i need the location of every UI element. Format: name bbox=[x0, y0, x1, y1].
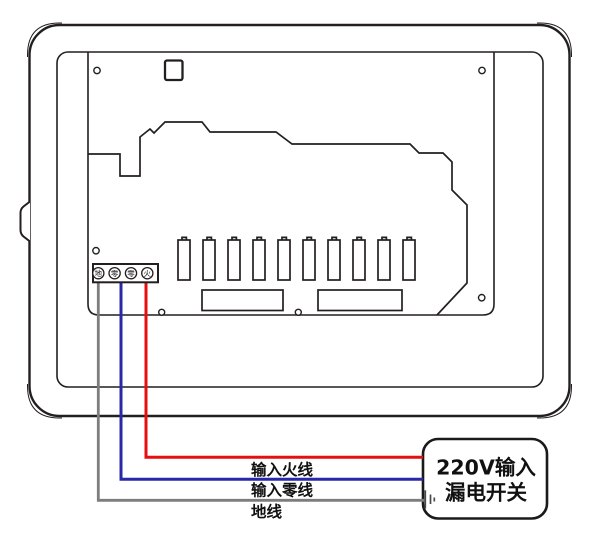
pin-slot bbox=[302, 239, 316, 281]
connector-port bbox=[317, 289, 403, 312]
terminal-neutral-1 bbox=[108, 266, 121, 280]
pin-slot-row bbox=[177, 236, 416, 281]
neutral-wire bbox=[119, 278, 423, 481]
device-inner-face bbox=[56, 51, 544, 388]
neutral-wire-label: 输入零线 bbox=[251, 481, 314, 500]
pin-slot bbox=[277, 239, 291, 281]
mounting-square bbox=[163, 59, 184, 82]
pin-slot bbox=[352, 239, 366, 281]
breaker-label-line2: 漏电开关 bbox=[445, 481, 527, 505]
pin-slot-notches bbox=[181, 236, 413, 240]
recessed-panel bbox=[87, 52, 495, 316]
screw-hole bbox=[157, 308, 166, 316]
ground-wire-label: 地线 bbox=[251, 502, 283, 521]
corner-rim-bottom-right bbox=[537, 384, 572, 419]
screw-hole bbox=[477, 293, 486, 302]
corner-rim-top-right bbox=[537, 22, 572, 57]
screw-hole bbox=[92, 246, 100, 255]
side-clip bbox=[19, 200, 31, 243]
connector-port bbox=[201, 289, 284, 312]
pin-slot bbox=[252, 239, 266, 281]
pin-slot bbox=[377, 239, 391, 281]
terminal-label: 地 bbox=[95, 268, 103, 278]
ground-wire bbox=[96, 278, 426, 502]
earth-ground-icon bbox=[424, 490, 436, 509]
pin-slot bbox=[402, 239, 416, 281]
terminal-label: 火 bbox=[144, 269, 152, 278]
pin-slot bbox=[202, 239, 216, 281]
screw-hole bbox=[294, 308, 302, 316]
pcb-outline bbox=[88, 121, 468, 316]
terminal-label: 零 bbox=[111, 269, 119, 278]
terminal-circles: 地 零 零 火 bbox=[92, 266, 154, 280]
corner-rim-bottom-left bbox=[27, 384, 62, 419]
live-wire bbox=[144, 278, 423, 459]
terminal-live bbox=[141, 266, 154, 280]
terminal-label: 零 bbox=[127, 269, 135, 278]
terminal-neutral-2 bbox=[124, 266, 138, 280]
pin-slot bbox=[227, 239, 241, 281]
pin-slot bbox=[177, 239, 191, 281]
corner-rim-top-left bbox=[27, 22, 62, 57]
live-wire-label: 输入火线 bbox=[251, 460, 314, 479]
terminal-ground bbox=[92, 266, 105, 280]
pin-slot bbox=[327, 239, 341, 281]
breaker-label-line1: 220V输入 bbox=[436, 456, 536, 480]
screw-hole bbox=[93, 66, 101, 75]
screw-hole bbox=[478, 66, 486, 75]
